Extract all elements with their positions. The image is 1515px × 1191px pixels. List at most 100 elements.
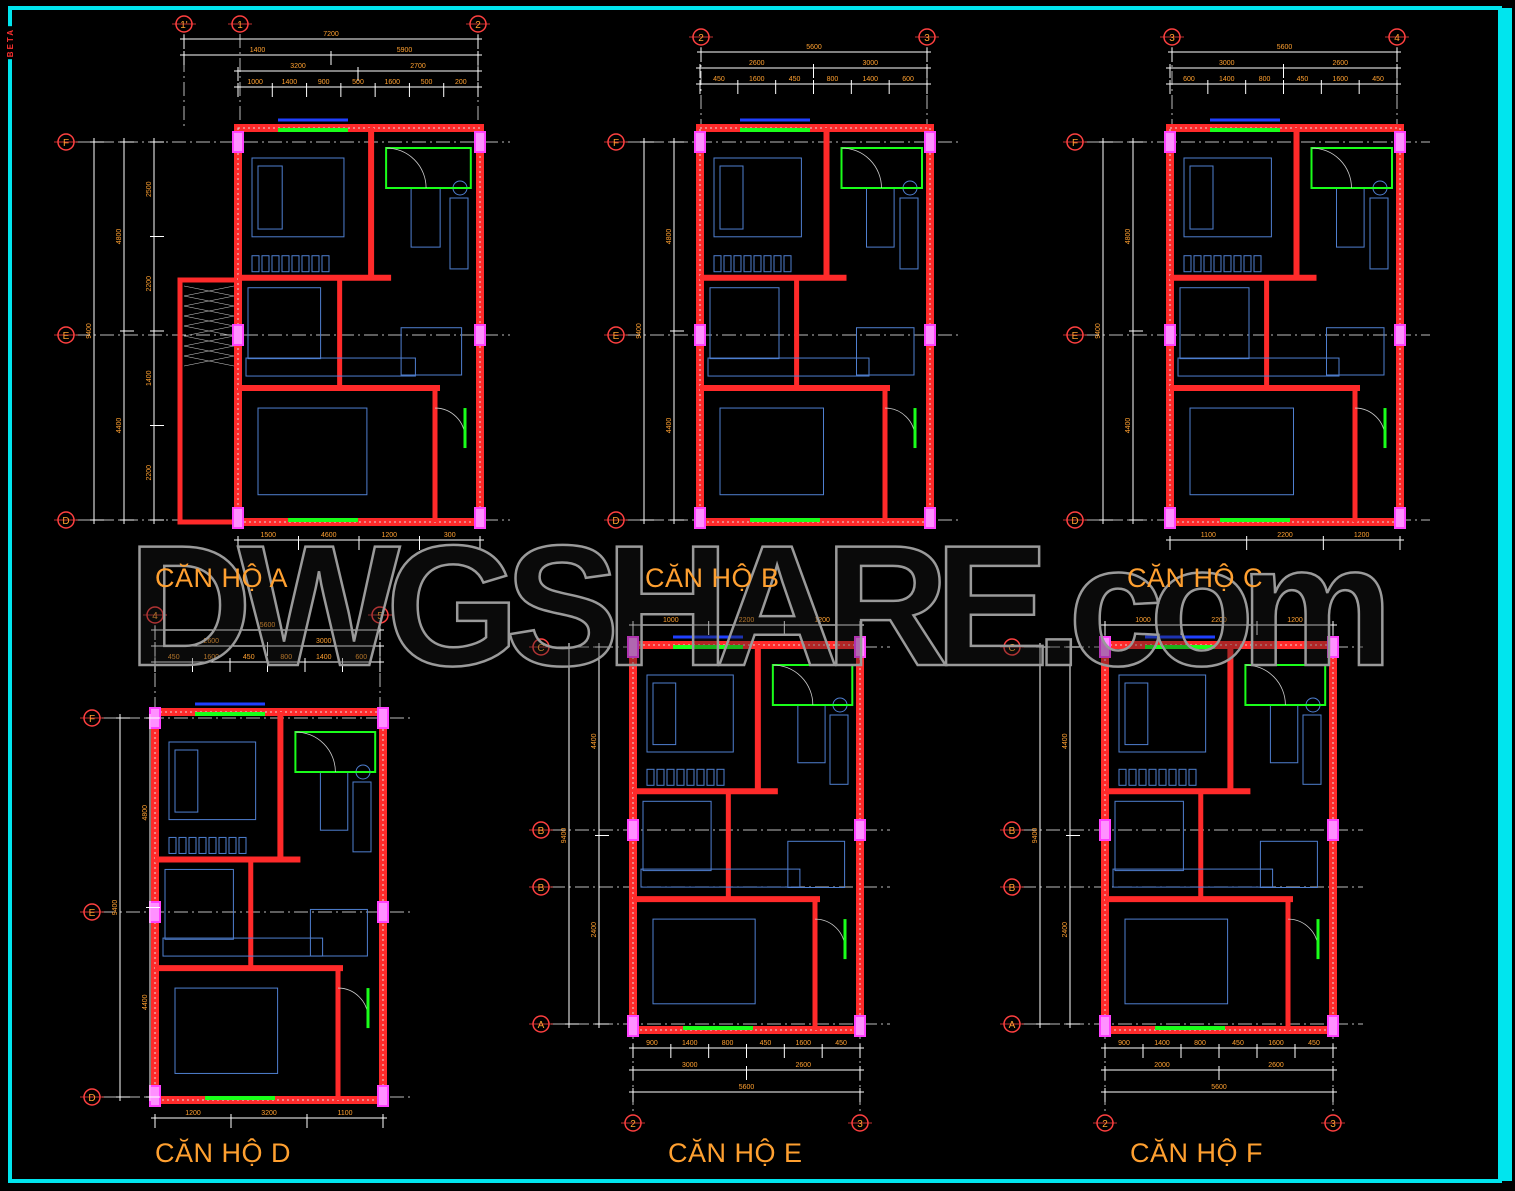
column (694, 507, 706, 529)
grid-axis-x-label: 1 (237, 20, 243, 31)
top-dimension-text: 1400 (316, 654, 332, 661)
balcony-hatch (183, 325, 235, 337)
bathroom-fixtures (709, 287, 780, 360)
wardrobe-slot (1203, 255, 1212, 273)
grid-axis-y-label: E (63, 331, 70, 342)
balcony-hatch (183, 355, 235, 367)
dining-table (1326, 327, 1385, 376)
door-swing (1354, 407, 1386, 439)
column (854, 636, 866, 658)
balcony-door (1310, 147, 1393, 189)
left-dimension-text: 2400 (591, 922, 598, 938)
balcony-hatch (183, 285, 235, 297)
dining-table (1259, 840, 1318, 888)
wardrobe-slot (743, 255, 752, 273)
top-dimension-text: 1000 (247, 79, 263, 86)
column (694, 324, 706, 346)
grid-axis-x-label: 2 (475, 20, 481, 31)
grid-axis-y-label: D (62, 516, 69, 527)
column (854, 819, 866, 841)
column (1327, 1015, 1339, 1037)
bottom-dimension-text: 1200 (185, 1110, 201, 1117)
wardrobe-slot (178, 836, 187, 854)
top-dimension-text: 800 (827, 76, 839, 83)
bottom-dimension-text: 2600 (795, 1062, 811, 1069)
bottom-dimension-text: 1100 (337, 1110, 352, 1117)
column (232, 131, 244, 153)
wardrobe-slot (666, 768, 675, 786)
apartment-title: CĂN HỘ C (1127, 563, 1264, 593)
bed (251, 157, 345, 238)
bottom-dimension-text: 1100 (1201, 532, 1216, 539)
wardrobe-slot (773, 255, 782, 273)
column (854, 1015, 866, 1037)
bottom-dimension-text: 1600 (795, 1040, 811, 1047)
sofa (829, 714, 849, 785)
wardrobe-slot (656, 768, 665, 786)
coffee-table (1336, 187, 1365, 248)
kitchen-counter (162, 937, 324, 957)
coffee-table (410, 187, 441, 248)
top-dimension-text: 2200 (739, 617, 755, 624)
grid-axis-x-label: 2 (630, 1119, 636, 1130)
sofa (1369, 197, 1389, 270)
grid-axis-y-label: F (613, 138, 619, 149)
bed (1189, 407, 1294, 496)
bathroom-fixtures (642, 800, 712, 872)
grid-axis-y-label: A (538, 1020, 545, 1031)
apartment-title: CĂN HỘ D (155, 1138, 292, 1168)
left-dimension-text: 9400 (1095, 323, 1102, 339)
column (1394, 131, 1406, 153)
column (1099, 819, 1111, 841)
bed (652, 918, 756, 1005)
left-dimension-text: 2500 (146, 181, 153, 197)
sofa (449, 197, 469, 270)
top-dimension-text: 500 (352, 79, 364, 86)
left-dimension-text: 1400 (146, 370, 153, 386)
bed (174, 987, 279, 1074)
bed (1183, 157, 1272, 238)
column (924, 131, 936, 153)
bottom-dimension-text: 1600 (1268, 1040, 1284, 1047)
kitchen-counter (245, 357, 416, 377)
column (474, 507, 486, 529)
wardrobe-slot (1128, 768, 1137, 786)
wardrobe-slot (1253, 255, 1262, 273)
coffee-table (797, 704, 826, 764)
pillow (1124, 682, 1149, 746)
bed (1124, 918, 1229, 1005)
top-dimension-text: 600 (1183, 76, 1195, 83)
kitchen-counter (707, 357, 870, 377)
wardrobe-slot (753, 255, 762, 273)
bottom-dimension-text: 1200 (1354, 532, 1370, 539)
left-dimension-text: 4400 (116, 418, 123, 434)
column (232, 507, 244, 529)
door-swing (884, 407, 916, 439)
pillow (1189, 165, 1214, 230)
wardrobe-slot (783, 255, 792, 273)
left-dimension-text: 2200 (146, 276, 153, 292)
apartment-title: CĂN HỘ B (645, 563, 780, 593)
grid-axis-y-label: B (538, 883, 545, 894)
grid-axis-x-label: 3 (924, 33, 930, 44)
top-dimension-text: 3000 (862, 60, 878, 67)
balcony-hatch (183, 335, 235, 347)
exterior-wall (629, 641, 864, 1034)
grid-axis-y-label: D (1071, 516, 1078, 527)
wardrobe-slot (1178, 768, 1187, 786)
left-dimension-text: 9400 (561, 828, 568, 844)
left-dimension-text: 2200 (146, 465, 153, 481)
column (149, 901, 161, 923)
column (694, 131, 706, 153)
grid-axis-x-label: 3 (1169, 33, 1175, 44)
top-dimension-text: 450 (789, 76, 801, 83)
column (232, 324, 244, 346)
grid-axis-x-label: 4 (1394, 33, 1400, 44)
left-dimension-text: 9400 (636, 323, 643, 339)
grid-axis-y-label: D (612, 516, 619, 527)
wardrobe-slot (1193, 255, 1202, 273)
top-dimension-text: 900 (318, 79, 330, 86)
top-dimension-text: 450 (243, 654, 255, 661)
